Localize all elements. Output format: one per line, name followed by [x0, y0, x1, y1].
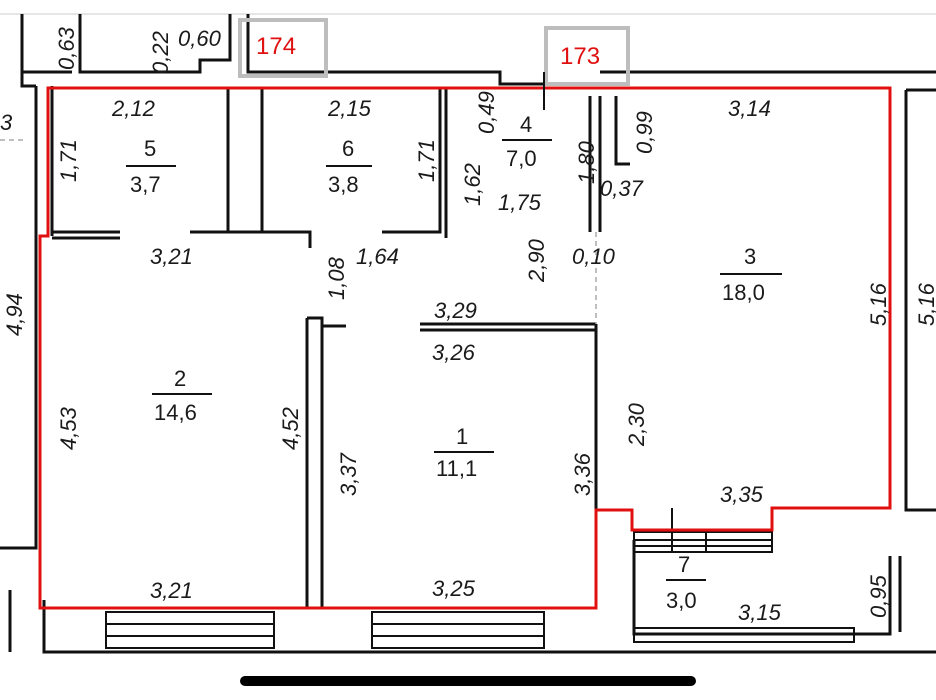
svg-text:0,63: 0,63 [54, 26, 79, 70]
room-6-area: 3,8 [328, 172, 359, 197]
svg-text:4,53: 4,53 [56, 406, 81, 450]
svg-text:3,36: 3,36 [570, 452, 595, 496]
room-4-number: 4 [520, 112, 532, 137]
svg-text:3,29: 3,29 [434, 298, 477, 323]
svg-text:0,10: 0,10 [572, 244, 616, 269]
svg-text:3,37: 3,37 [336, 452, 361, 496]
svg-text:3,25: 3,25 [432, 576, 476, 601]
svg-text:1,71: 1,71 [414, 139, 439, 182]
room-labels [126, 139, 782, 581]
home-indicator[interactable] [240, 676, 696, 686]
svg-text:3,26: 3,26 [432, 340, 476, 365]
windows [105, 508, 855, 649]
svg-text:0,99: 0,99 [632, 111, 657, 154]
svg-text:173: 173 [560, 43, 600, 70]
apartment-174-label: 174 [238, 18, 328, 78]
room-3-area: 18,0 [722, 280, 765, 305]
svg-text:5,16: 5,16 [866, 282, 891, 326]
svg-text:1,75: 1,75 [498, 190, 542, 215]
dimension-labels: 0,60 2,12 2,15 3,14 1,75 0,37 3,21 1,64 … [0, 26, 782, 625]
svg-text:3,14: 3,14 [728, 96, 771, 121]
room-1-area: 11,1 [436, 456, 477, 481]
room-7-area: 3,0 [666, 588, 697, 613]
svg-text:0,60: 0,60 [178, 26, 222, 51]
room-1-number: 1 [456, 424, 468, 449]
room-5-area: 3,7 [130, 172, 161, 197]
svg-text:0,37: 0,37 [600, 176, 644, 201]
svg-text:174: 174 [256, 33, 296, 60]
svg-text:4,94: 4,94 [2, 293, 27, 336]
svg-text:2,30: 2,30 [624, 402, 649, 447]
dimension-labels-vertical: 0,63 0,22 1,71 1,71 0,49 1,62 1,80 0,99 … [2, 26, 936, 618]
svg-text:3,21: 3,21 [150, 578, 193, 603]
room-3-number: 3 [744, 244, 756, 269]
svg-text:1,71: 1,71 [56, 139, 81, 182]
apartment-outline [38, 86, 892, 610]
dashed-lines [0, 139, 597, 324]
room-4-area: 7,0 [506, 146, 537, 171]
room-6-number: 6 [342, 136, 354, 161]
svg-text:4,52: 4,52 [278, 407, 303, 450]
svg-text:0,95: 0,95 [866, 574, 891, 618]
svg-text:3,35: 3,35 [720, 482, 764, 507]
room-2-area: 14,6 [154, 400, 197, 425]
svg-text:3: 3 [0, 110, 13, 135]
svg-text:1,64: 1,64 [356, 244, 399, 269]
svg-text:2,90: 2,90 [524, 238, 549, 283]
svg-text:1,80: 1,80 [574, 140, 599, 184]
room-2-number: 2 [174, 366, 186, 391]
svg-text:0,49: 0,49 [474, 91, 499, 134]
svg-text:3,21: 3,21 [150, 244, 193, 269]
svg-text:1,08: 1,08 [324, 256, 349, 300]
svg-text:3,15: 3,15 [738, 600, 782, 625]
apartment-173-label: 173 [544, 26, 630, 86]
svg-text:0,22: 0,22 [148, 31, 173, 74]
svg-text:5,16: 5,16 [914, 282, 936, 326]
svg-text:2,15: 2,15 [327, 96, 372, 121]
room-5-number: 5 [144, 136, 156, 161]
svg-text:1,62: 1,62 [460, 163, 485, 206]
room-7-number: 7 [678, 552, 690, 577]
svg-text:2,12: 2,12 [111, 96, 155, 121]
